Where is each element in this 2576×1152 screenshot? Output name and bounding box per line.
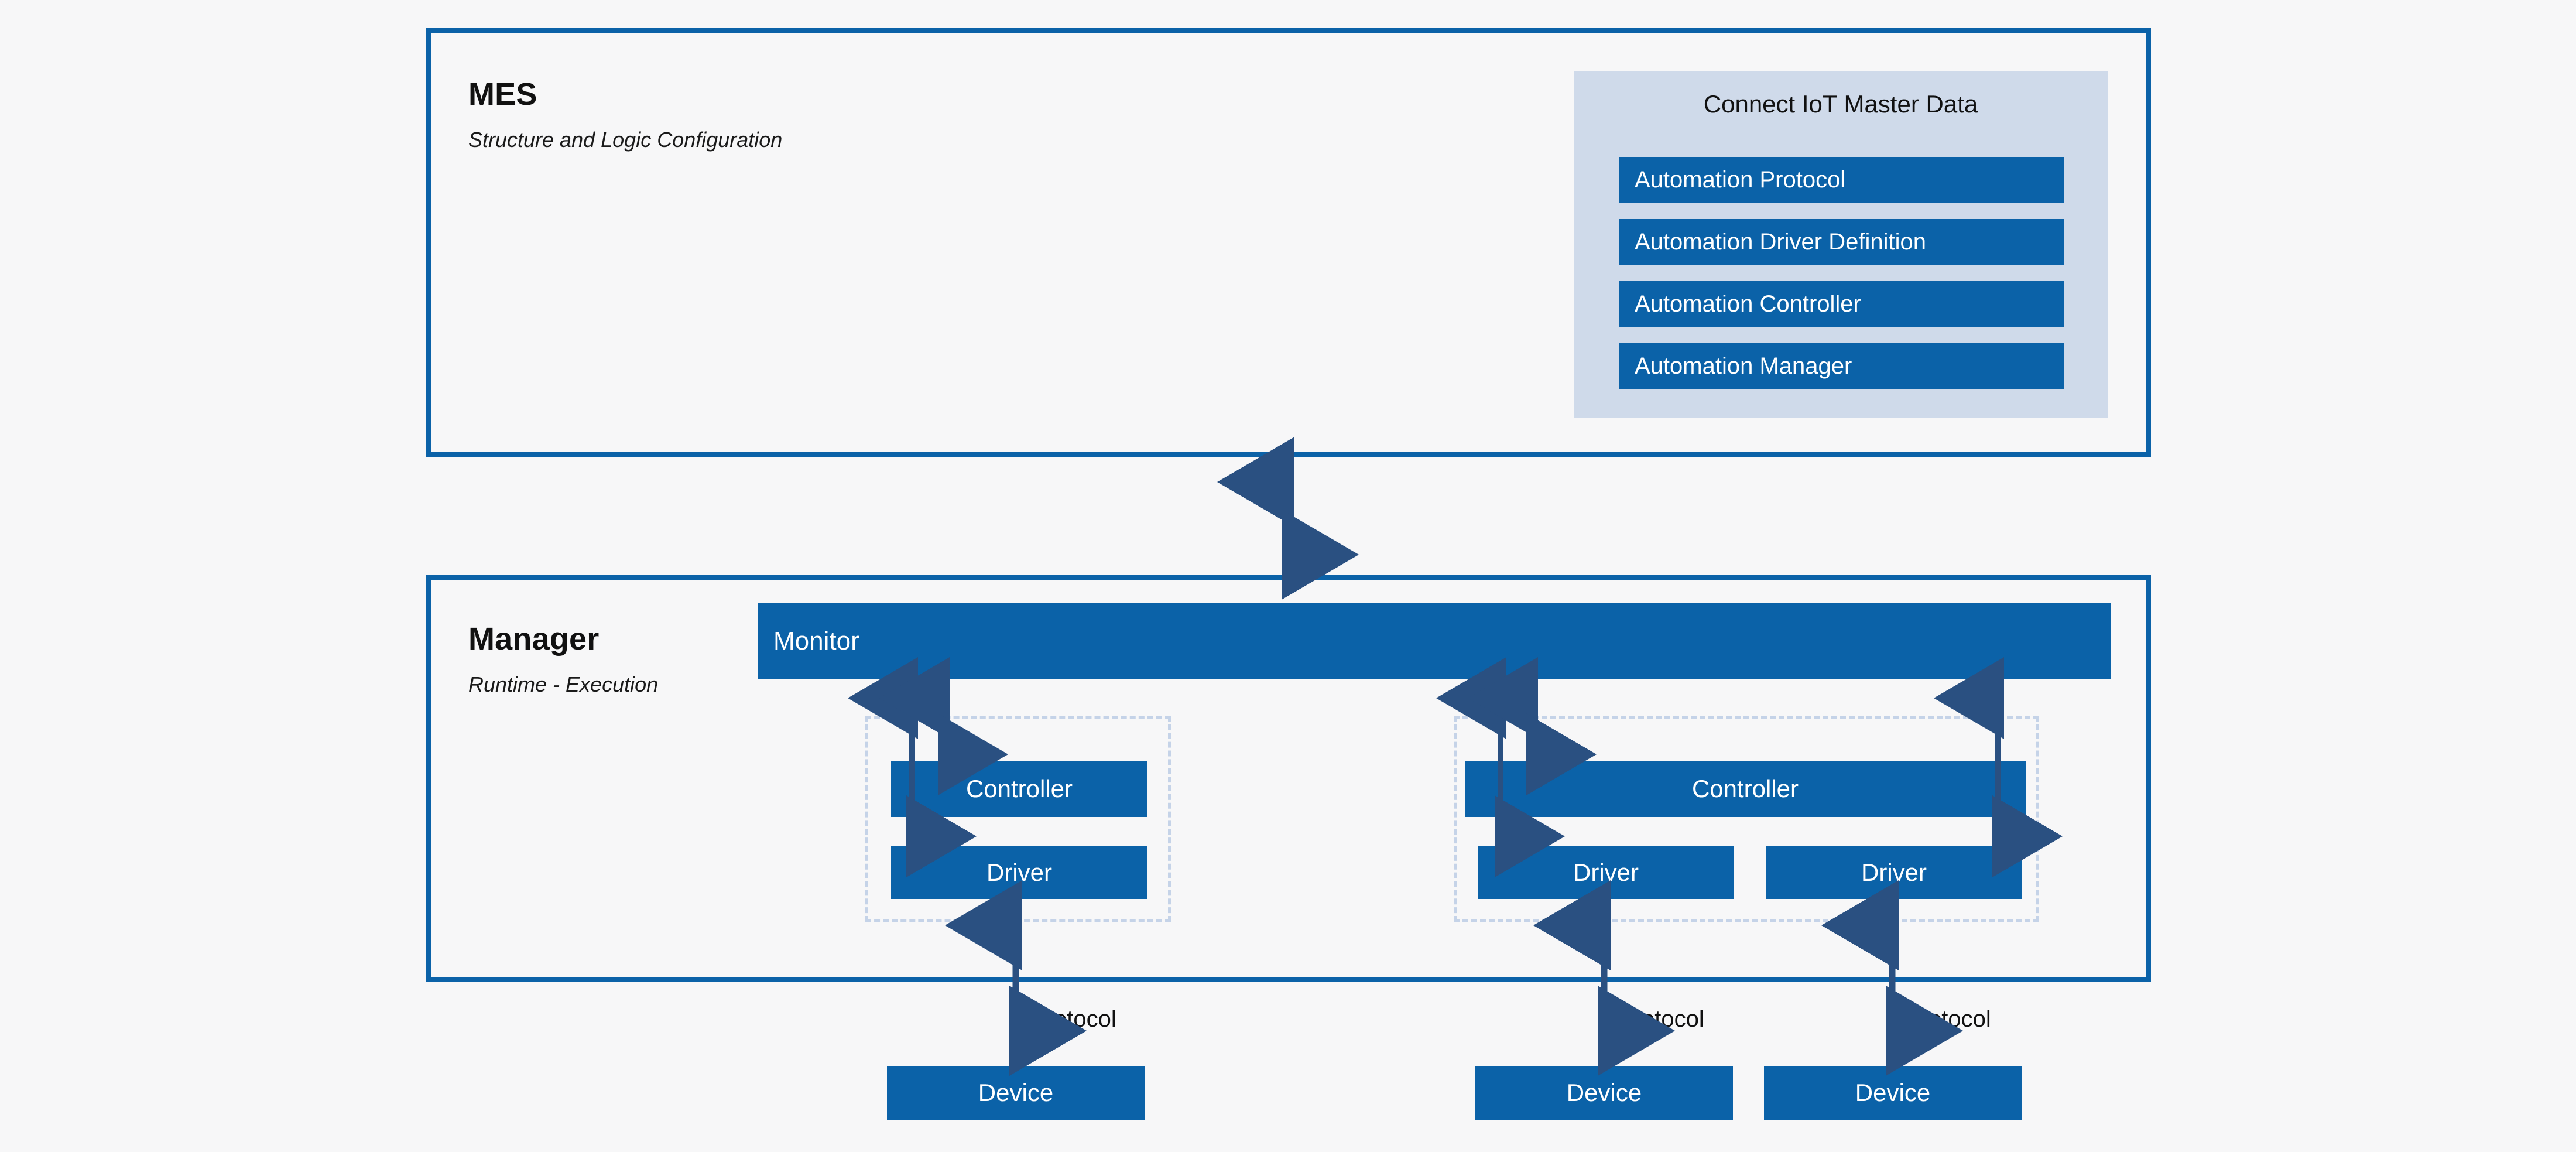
- driver-label: Driver: [1861, 859, 1927, 886]
- mes-title: MES: [468, 77, 537, 112]
- device-label: Device: [1855, 1079, 1931, 1106]
- protocol-label-2: Protocol: [1618, 1006, 1704, 1032]
- mes-subtitle: Structure and Logic Configuration: [468, 128, 783, 152]
- controller-label: Controller: [1691, 775, 1799, 802]
- manager-title: Manager: [468, 621, 600, 657]
- group-right-controller[interactable]: Controller: [1465, 761, 2026, 817]
- master-data-item-automation-manager[interactable]: Automation Manager: [1619, 343, 2064, 389]
- device-box-2[interactable]: Device: [1475, 1066, 1733, 1120]
- manager-subtitle: Runtime - Execution: [468, 672, 659, 696]
- group-right-driver-2[interactable]: Driver: [1766, 846, 2022, 899]
- group-left-controller[interactable]: Controller: [891, 761, 1147, 817]
- master-data-item-automation-protocol[interactable]: Automation Protocol: [1619, 157, 2064, 203]
- driver-label: Driver: [986, 859, 1052, 886]
- protocol-label-3: Protocol: [1905, 1006, 1991, 1032]
- device-box-1[interactable]: Device: [887, 1066, 1145, 1120]
- device-label: Device: [1566, 1079, 1642, 1106]
- group-right-driver-1[interactable]: Driver: [1478, 846, 1734, 899]
- device-label: Device: [978, 1079, 1054, 1106]
- monitor-bar[interactable]: Monitor: [758, 603, 2111, 679]
- master-data-item-automation-driver-definition[interactable]: Automation Driver Definition: [1619, 219, 2064, 265]
- master-data-title: Connect IoT Master Data: [1703, 90, 1978, 118]
- master-data-item-label: Automation Protocol: [1635, 166, 1846, 193]
- master-data-item-label: Automation Controller: [1635, 290, 1861, 317]
- monitor-label: Monitor: [773, 627, 859, 655]
- protocol-label-1: Protocol: [1030, 1006, 1116, 1032]
- driver-label: Driver: [1573, 859, 1639, 886]
- master-data-item-label: Automation Manager: [1635, 353, 1852, 379]
- master-data-item-automation-controller[interactable]: Automation Controller: [1619, 281, 2064, 327]
- controller-label: Controller: [965, 775, 1073, 802]
- group-left-driver-1[interactable]: Driver: [891, 846, 1147, 899]
- device-box-3[interactable]: Device: [1764, 1066, 2022, 1120]
- master-data-item-label: Automation Driver Definition: [1635, 228, 1926, 255]
